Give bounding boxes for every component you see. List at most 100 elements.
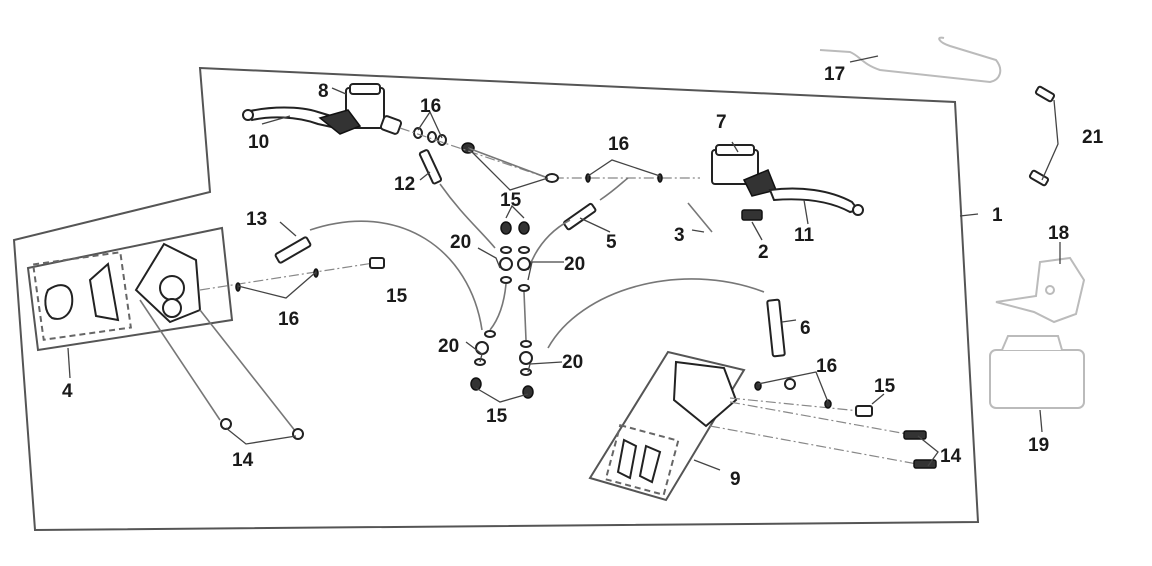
front-hose-arc xyxy=(309,220,483,331)
callout-15-rear: 15 xyxy=(874,376,896,397)
leader xyxy=(917,435,939,467)
axis-line xyxy=(729,397,871,413)
washer xyxy=(824,399,832,409)
joint xyxy=(517,257,531,271)
bolt xyxy=(518,221,530,235)
bracket-hole xyxy=(1045,285,1055,295)
callout-16-left: 16 xyxy=(420,96,441,117)
leader xyxy=(417,110,443,139)
callout-15-lower: 15 xyxy=(486,406,508,427)
leader xyxy=(467,147,549,191)
bolt-axis xyxy=(199,309,297,433)
callout-17: 17 xyxy=(824,64,845,85)
callout-20-lower-right: 20 xyxy=(562,352,583,373)
brake-pad[interactable] xyxy=(88,262,120,322)
rear-hose-fitting[interactable] xyxy=(766,298,786,358)
hose-line xyxy=(599,177,629,201)
callout-20-upper-left: 20 xyxy=(450,232,471,253)
central-junction xyxy=(470,221,534,399)
axis-line xyxy=(199,261,381,291)
leader xyxy=(849,55,879,63)
bolt xyxy=(522,385,534,399)
washer xyxy=(484,330,496,338)
washer xyxy=(520,368,532,376)
brake-pipe[interactable] xyxy=(819,36,1002,84)
callout-4: 4 xyxy=(62,381,73,402)
rear-hose-end xyxy=(784,378,796,390)
rear-banjo-bolt xyxy=(855,405,873,417)
caliper-box xyxy=(26,226,234,352)
callout-labels: 1 2 3 4 5 6 7 8 9 10 11 12 13 14 14 15 1… xyxy=(62,64,1104,490)
right-brake-lever[interactable] xyxy=(768,187,860,214)
leader xyxy=(225,427,297,445)
callout-9: 9 xyxy=(730,469,741,490)
joint xyxy=(519,351,533,365)
axis-line xyxy=(399,127,700,179)
callout-15-upper: 15 xyxy=(500,190,522,211)
callout-20-lower-left: 20 xyxy=(438,336,459,357)
rear-caliper-bolt[interactable] xyxy=(913,459,937,469)
leader xyxy=(261,115,291,125)
leader xyxy=(419,171,431,181)
lever-tip xyxy=(242,109,254,121)
callout-14-rear: 14 xyxy=(940,446,962,467)
leader xyxy=(691,229,705,233)
rear-caliper-body[interactable] xyxy=(672,360,738,428)
brake-hose-12 xyxy=(418,149,496,249)
rear-pad-dash-box xyxy=(604,423,680,497)
brake-switch[interactable] xyxy=(741,209,763,221)
caliper-bolt[interactable] xyxy=(292,428,304,440)
bolt xyxy=(470,377,482,391)
leader xyxy=(331,87,347,95)
callout-19: 19 xyxy=(1028,435,1049,456)
abs-module[interactable] xyxy=(989,335,1085,409)
callout-5: 5 xyxy=(606,232,617,253)
callout-13: 13 xyxy=(246,209,267,230)
callout-20-upper-right: 20 xyxy=(564,254,585,275)
leader xyxy=(757,371,829,403)
cylinder-body xyxy=(318,109,362,135)
hose-line xyxy=(439,183,496,249)
leader xyxy=(505,204,525,219)
abs-bracket[interactable] xyxy=(995,256,1086,324)
washer xyxy=(437,134,447,146)
rear-caliper-bolt[interactable] xyxy=(903,430,927,440)
right-lever-tip xyxy=(852,204,864,216)
leader xyxy=(477,247,501,269)
assembly-frame xyxy=(12,66,980,532)
hose-fitting[interactable] xyxy=(418,149,443,185)
pad-dash-box xyxy=(32,251,132,341)
leader xyxy=(465,341,483,363)
rear-brake-pad[interactable] xyxy=(638,444,662,484)
washer xyxy=(520,340,532,348)
pipe-bolt-leader xyxy=(1041,99,1059,181)
callout-12: 12 xyxy=(394,174,415,195)
axis-line xyxy=(467,147,549,179)
leader xyxy=(279,221,297,237)
rear-brake-pad[interactable] xyxy=(616,438,638,480)
right-reservoir-cap xyxy=(715,144,755,156)
rear-caliper-group xyxy=(588,298,937,502)
caliper-bolt[interactable] xyxy=(220,418,232,430)
axis-line xyxy=(709,425,929,467)
leader-lines xyxy=(67,55,1061,471)
callout-7: 7 xyxy=(716,112,727,133)
switch-wire[interactable] xyxy=(687,202,713,233)
callout-11: 11 xyxy=(794,225,815,246)
piston xyxy=(159,275,185,301)
bolt xyxy=(500,221,512,235)
callout-16-rear: 16 xyxy=(816,356,837,377)
callout-16-right: 16 xyxy=(608,134,629,155)
leader xyxy=(475,387,529,403)
brake-pad[interactable] xyxy=(44,284,74,320)
washers-left xyxy=(413,127,475,154)
left-master-cylinder-group xyxy=(242,83,403,135)
banjo-bolt xyxy=(369,257,385,269)
hose-fitting[interactable] xyxy=(562,202,597,231)
pipe-bolt[interactable] xyxy=(1034,85,1056,103)
pipe-bolt[interactable] xyxy=(1028,169,1050,187)
leader xyxy=(587,159,661,177)
front-hose-fitting[interactable] xyxy=(274,236,312,264)
callout-10: 10 xyxy=(248,132,269,153)
